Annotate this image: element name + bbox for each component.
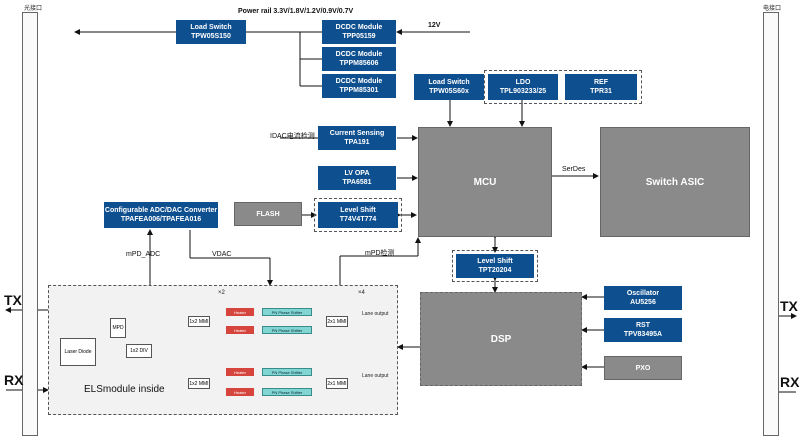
phase-shifter-2: PN Phase Shifter [262, 326, 312, 334]
oscillator-block: Oscillator AU5256 [604, 286, 682, 310]
block-name: Oscillator [626, 290, 660, 297]
level-shift-2-group [452, 250, 538, 282]
heater-2: Heater [226, 326, 254, 334]
block-part: TPP05159 [342, 33, 376, 40]
block-part: TPV83495A [623, 331, 663, 338]
phase-shifter-1: PN Phase Shifter [262, 308, 312, 316]
level-shift-1-group [314, 198, 402, 232]
laser-diode-box: Laser Diode [60, 338, 96, 366]
switch-asic-block: Switch ASIC [600, 127, 750, 237]
block-part: TPL903233/25 [499, 88, 547, 95]
lane-output-bottom-label: Lane output [362, 373, 389, 379]
block-part: TPW05S150 [191, 33, 231, 40]
block-part: TPA191 [344, 139, 370, 146]
els-module-label: ELSmodule inside [84, 384, 165, 395]
block-part: T74V4T774 [339, 216, 377, 223]
electrical-port-bar [763, 12, 779, 436]
block-name: LDO [515, 79, 531, 86]
block-part: AU5256 [630, 299, 656, 306]
dcdc-module-1-block: DCDC Module TPP05159 [322, 20, 396, 44]
mmi-2x1-bottom-box: 2x1 MMI [326, 378, 348, 389]
input-12v-label: 12V [428, 22, 441, 29]
x2-label: ×2 [218, 290, 225, 296]
block-name: Level Shift [477, 258, 513, 265]
block-part: TPPM85301 [339, 87, 379, 94]
rx-left-label: RX [4, 372, 24, 388]
serdes-label: SerDes [562, 166, 586, 173]
phase-shifter-4: PN Phase Shifter [262, 388, 312, 396]
dcdc-module-2-block: DCDC Module TPPM85606 [322, 47, 396, 71]
mpd-box: MPD [110, 318, 126, 338]
block-part: TPPM85606 [339, 60, 379, 67]
x4-label: ×4 [358, 290, 365, 296]
block-name: DCDC Module [335, 24, 383, 31]
block-name: Load Switch [190, 24, 232, 31]
block-name: RST [636, 322, 650, 329]
dcdc-module-3-block: DCDC Module TPPM85301 [322, 74, 396, 98]
mmi-1x2-top-box: 1x2 MMI [188, 316, 210, 327]
heater-1: Heater [226, 308, 254, 316]
power-rail-label: Power rail 3.3V/1.8V/1.2V/0.9V/0.7V [238, 8, 354, 15]
adc-dac-converter-block: Configurable ADC/DAC Converter TPAFEA006… [104, 202, 218, 228]
block-name: REF [594, 79, 608, 86]
tx-left-label: TX [4, 292, 22, 308]
mpd-adc-label: mPD_ADC [126, 251, 161, 258]
ldo-ref-group [484, 70, 642, 104]
block-name: Current Sensing [329, 130, 385, 137]
lane-output-top-label: Lane output [362, 311, 389, 317]
block-part: TPA6581 [342, 179, 372, 186]
current-sensing-block: Current Sensing TPA191 [318, 126, 396, 150]
block-part: TPW05S60x [429, 88, 469, 95]
block-name: DCDC Module [335, 78, 383, 85]
mcu-block: MCU [418, 127, 552, 237]
rx-right-label: RX [780, 374, 800, 390]
mmi-1x2-bottom-box: 1x2 MMI [188, 378, 210, 389]
optical-port-bar [22, 12, 38, 436]
ldo-block: LDO TPL903233/25 [488, 74, 558, 100]
els-module-frame [48, 285, 398, 415]
tx-right-label: TX [780, 298, 798, 314]
block-name: DCDC Module [335, 51, 383, 58]
idac-label: IDAC电流检测 [270, 133, 315, 140]
block-name: Load Switch [428, 79, 470, 86]
level-shift-1-block: Level Shift T74V4T774 [318, 202, 398, 228]
block-name: Level Shift [340, 207, 376, 214]
div-1x2-box: 1x2 DIV [126, 344, 152, 358]
block-part: TPR31 [590, 88, 612, 95]
flash-block: FLASH [234, 202, 302, 226]
mmi-2x1-top-box: 2x1 MMI [326, 316, 348, 327]
level-shift-2-block: Level Shift TPT20204 [456, 254, 534, 278]
dsp-block: DSP [420, 292, 582, 386]
mpd-detect-label: mPD检测 [365, 250, 395, 257]
rst-block: RST TPV83495A [604, 318, 682, 342]
block-part: TPAFEA006/TPAFEA016 [120, 216, 202, 223]
optical-port-title: 光接口 [24, 6, 43, 12]
load-switch-top-block: Load Switch TPW05S150 [176, 20, 246, 44]
block-name: LV OPA [344, 170, 370, 177]
ref-block: REF TPR31 [565, 74, 637, 100]
phase-shifter-3: PN Phase Shifter [262, 368, 312, 376]
load-switch-mid-block: Load Switch TPW05S60x [414, 74, 484, 100]
block-part: TPT20204 [478, 267, 512, 274]
heater-3: Heater [226, 368, 254, 376]
pxo-block: PXO [604, 356, 682, 380]
lv-opa-block: LV OPA TPA6581 [318, 166, 396, 190]
heater-4: Heater [226, 388, 254, 396]
vdac-label: VDAC [212, 251, 232, 258]
block-name: Configurable ADC/DAC Converter [104, 207, 218, 214]
electrical-port-title: 电接口 [763, 6, 782, 12]
